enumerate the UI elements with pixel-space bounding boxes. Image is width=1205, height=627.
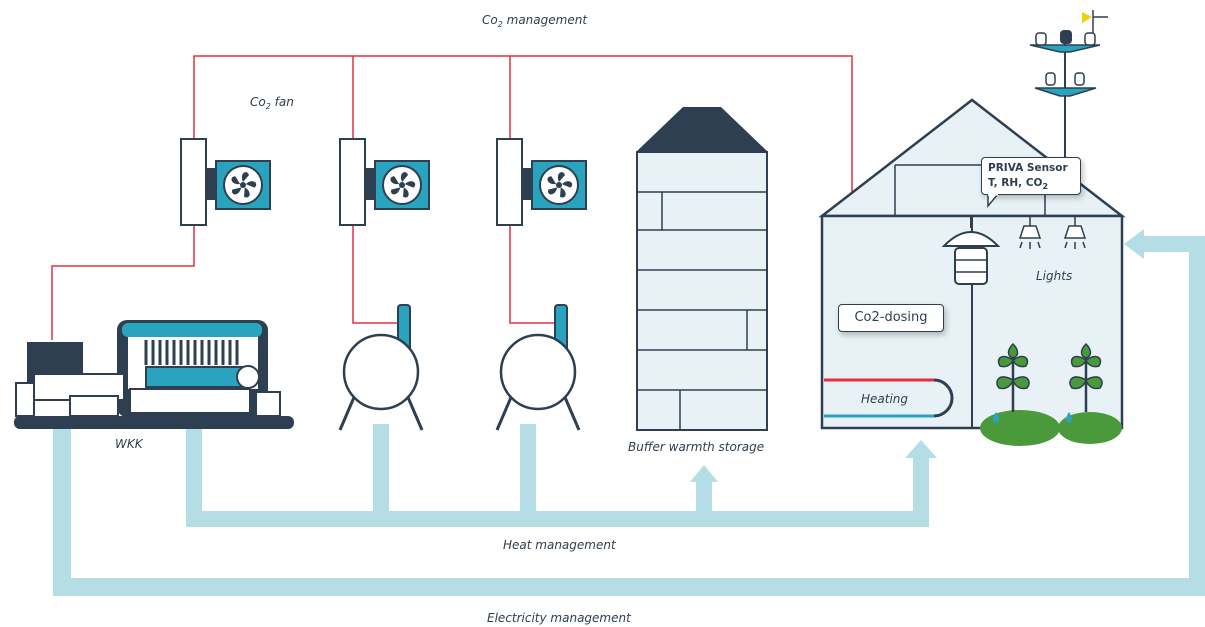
- plant-icon: [1058, 342, 1122, 444]
- sensor-title: PRIVA Sensor: [988, 162, 1068, 174]
- wkk-engine: [14, 320, 294, 429]
- water-drop-icon: [993, 412, 1072, 423]
- fan-icon: [390, 172, 416, 198]
- priva-sensor-box: PRIVA Sensor T, RH, CO2: [981, 157, 1081, 195]
- electricity-pipe: [53, 229, 1205, 596]
- boiler-2: [495, 304, 581, 431]
- plant-icon: [980, 342, 1060, 446]
- co2-dosing-box: Co2-dosing: [838, 304, 944, 332]
- buffer-tower: [636, 107, 768, 431]
- lamp-icon: [1018, 216, 1042, 249]
- electricity-management-label: Electricity management: [487, 611, 631, 625]
- co2-fan-unit-3: [496, 138, 587, 226]
- fan-icon: [231, 172, 257, 198]
- sensor-pointer: [987, 194, 999, 208]
- lamp-icon: [941, 216, 1001, 285]
- wkk-label: WKK: [115, 437, 143, 451]
- heat-pipe: [186, 424, 937, 527]
- lights-label: Lights: [1036, 269, 1073, 283]
- boiler-1: [338, 304, 424, 431]
- sensor-readings: T, RH, CO2: [988, 177, 1049, 191]
- lamp-icon: [1063, 216, 1087, 249]
- heating-label: Heating: [861, 392, 909, 406]
- co2-fan-unit-2: [339, 138, 430, 226]
- heating-coil: [824, 378, 954, 418]
- heat-management-label: Heat management: [503, 538, 616, 552]
- co2-fan-unit-1: [180, 138, 271, 226]
- co2-management-label: Co2 management: [482, 13, 588, 29]
- co2-lines: [51, 55, 860, 340]
- buffer-label: Buffer warmth storage: [628, 440, 765, 454]
- fan-icon: [547, 172, 573, 198]
- co2-fan-label: Co2 fan: [250, 95, 294, 111]
- weather-vane-icon: [1029, 10, 1108, 175]
